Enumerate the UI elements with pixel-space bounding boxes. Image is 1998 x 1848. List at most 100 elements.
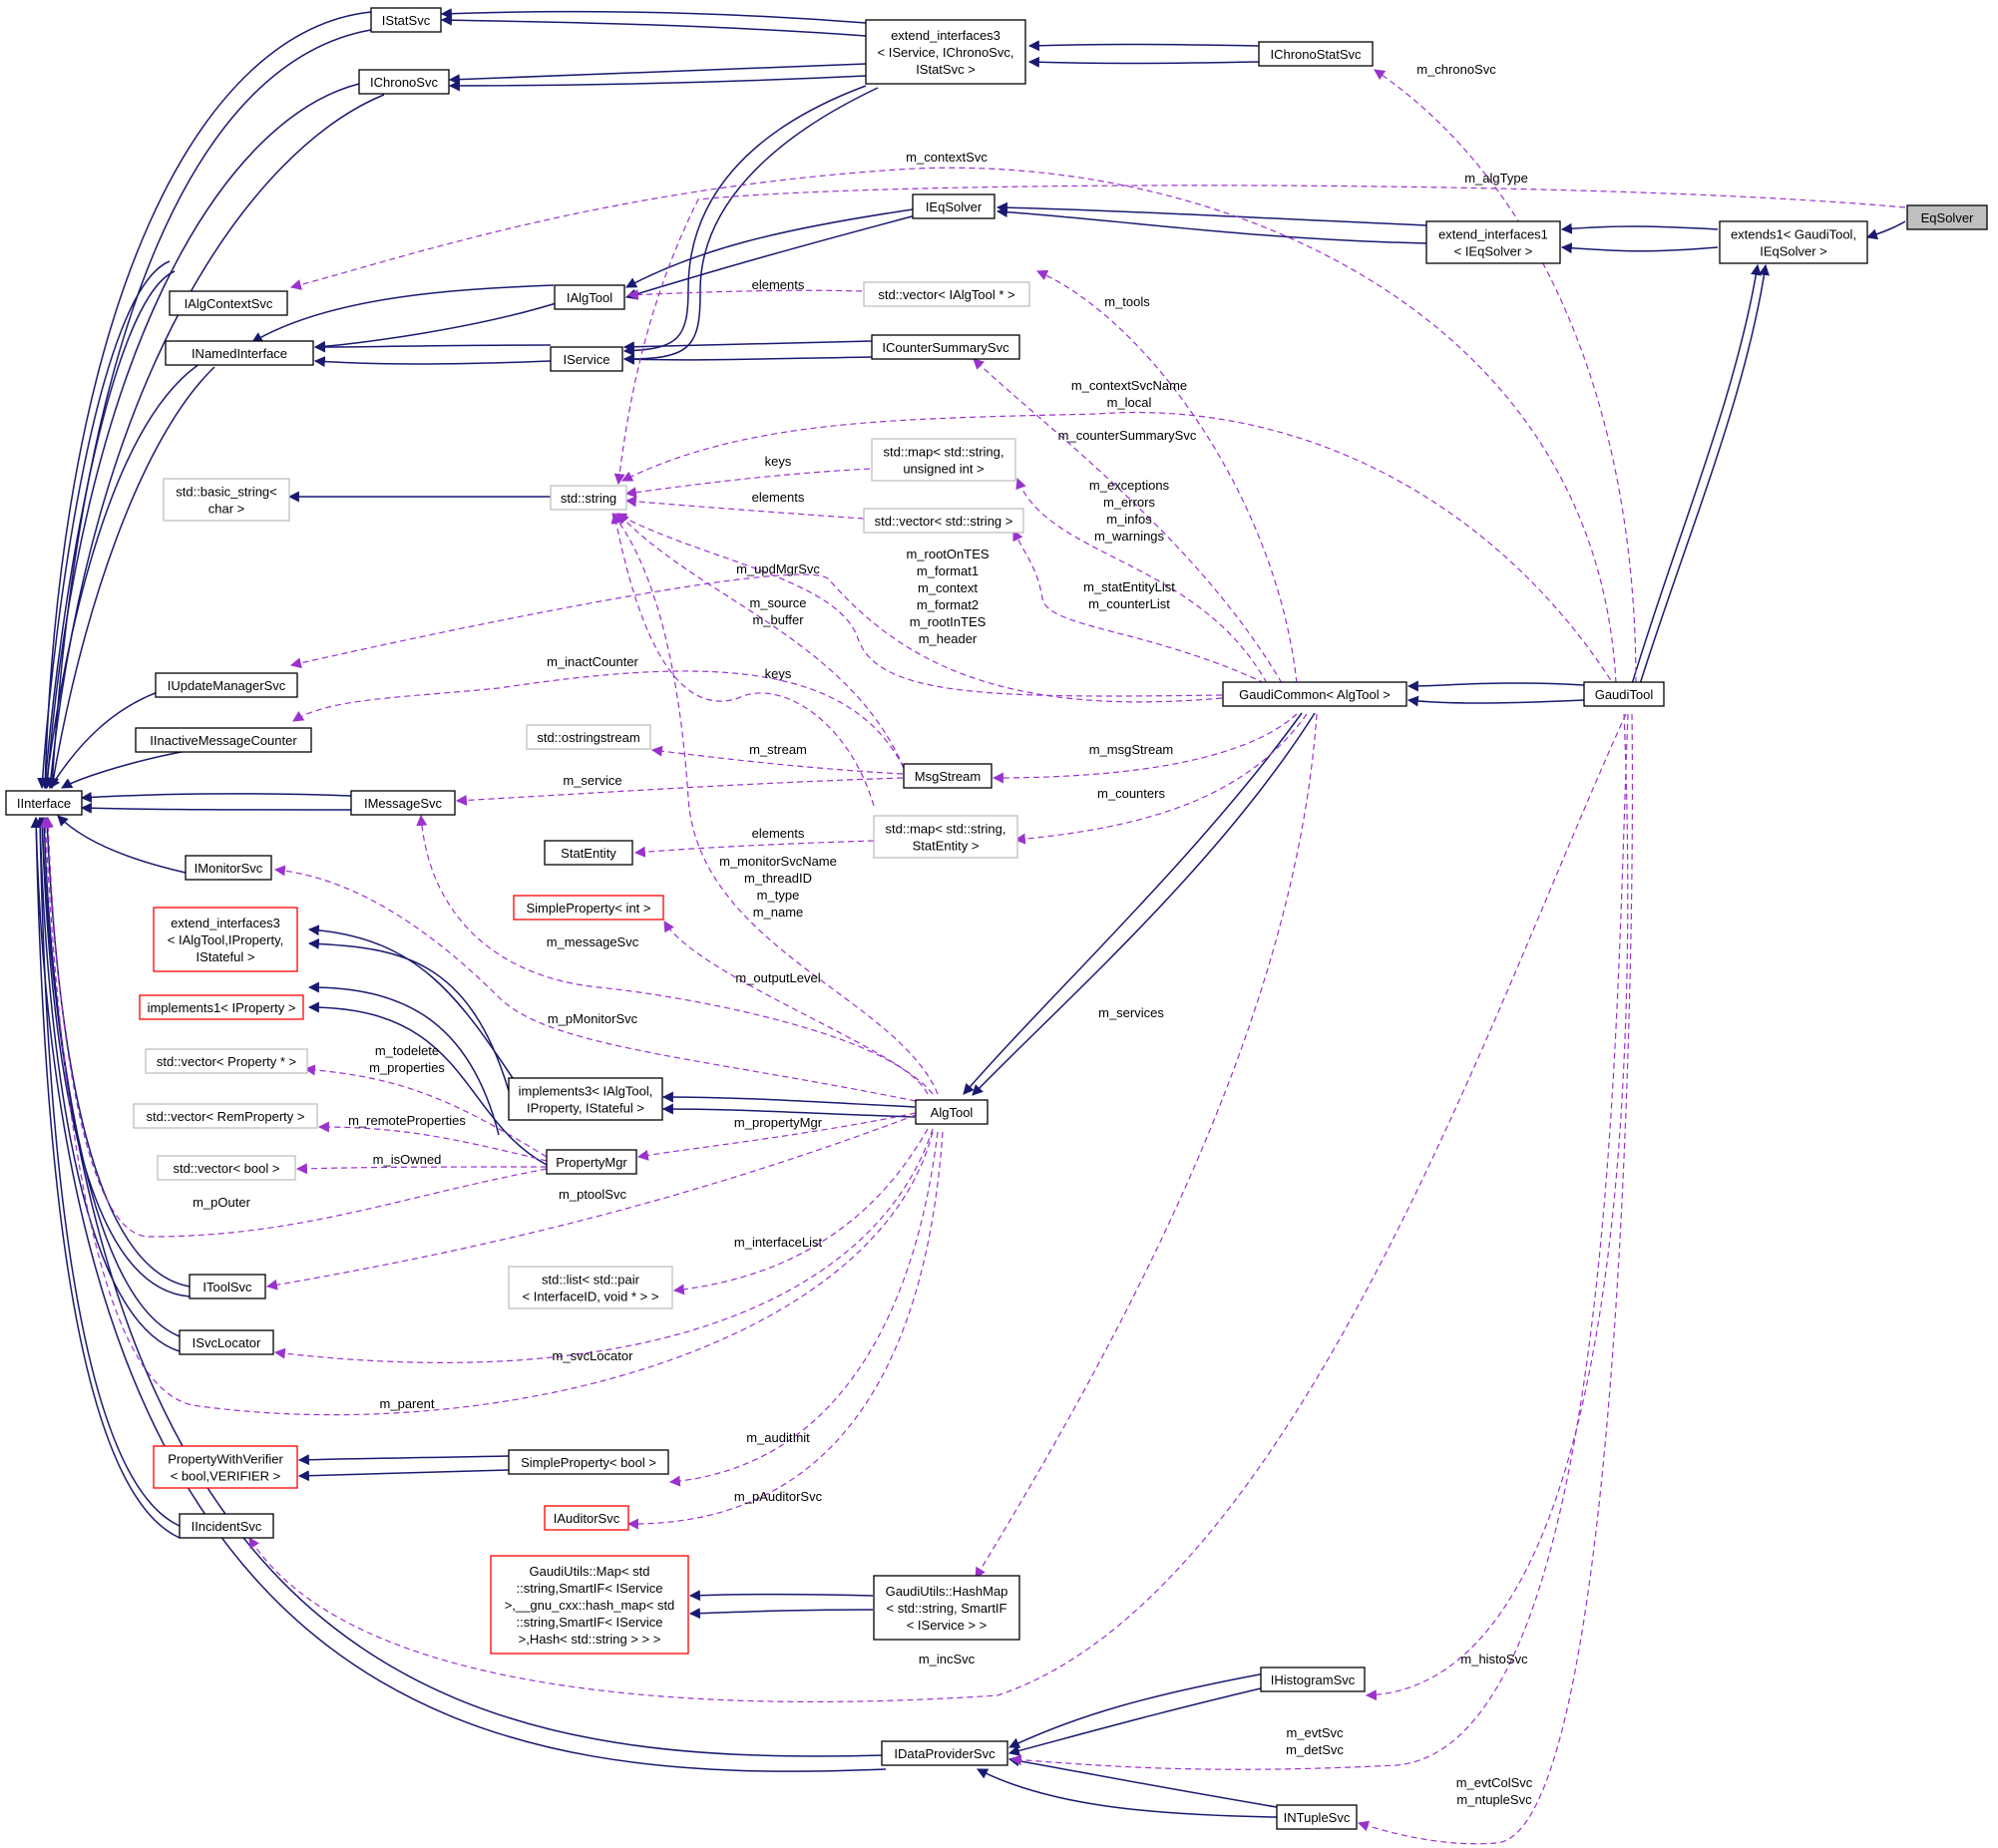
node-ostringstream[interactable]: std::ostringstream — [526, 724, 651, 750]
node-isvclocator[interactable]: ISvcLocator — [179, 1329, 274, 1355]
edge-label-m-evtsvc: m_evtSvc — [1286, 1725, 1344, 1740]
node-gaudicommon[interactable]: GaudiCommon< AlgTool > — [1222, 681, 1407, 707]
node-ichronosvc[interactable]: IChronoSvc — [358, 69, 450, 95]
edge-todelete — [303, 1064, 548, 1158]
node-ichronostatsvc[interactable]: IChronoStatSvc — [1258, 41, 1374, 67]
node-label: std::map< std::string, — [883, 445, 1003, 460]
node-simplepropertyint[interactable]: SimpleProperty< int > — [513, 895, 664, 921]
node-std-string[interactable]: std::string — [550, 485, 627, 511]
edge-source — [617, 513, 905, 769]
node-ihistogramsvc[interactable]: IHistogramSvc — [1260, 1666, 1366, 1692]
edge-label-m-inactcounter: m_inactCounter — [547, 654, 638, 669]
edge-idataprovider-iinterface-2 — [30, 816, 887, 1772]
node-iupdatemanagersvc[interactable]: IUpdateManagerSvc — [155, 672, 298, 698]
edge-label-m-detsvc: m_detSvc — [1286, 1742, 1344, 1757]
node-propertymgr[interactable]: PropertyMgr — [546, 1149, 637, 1175]
node-box — [863, 508, 1024, 534]
node-vector-ialgtool[interactable]: std::vector< IAlgTool * > — [863, 281, 1030, 307]
node-map-statentity[interactable]: std::map< std::string,StatEntity > — [873, 815, 1018, 859]
edge-elements-tools — [626, 289, 863, 301]
node-label: StatEntity > — [913, 839, 980, 854]
node-intuplesvc[interactable]: INTupleSvc — [1276, 1804, 1358, 1830]
node-iinterface[interactable]: IInterface — [5, 790, 83, 816]
edge-icounter-iservice — [622, 340, 873, 353]
edge-parent — [40, 816, 934, 1416]
node-statentity[interactable]: StatEntity — [544, 840, 633, 866]
node-iincidentsvc[interactable]: IIncidentSvc — [179, 1513, 274, 1539]
edge-inamed-iinterface-2 — [48, 366, 215, 790]
node-ialgtool[interactable]: IAlgTool — [554, 284, 625, 310]
edge-algtool-implements3-2 — [661, 1103, 916, 1118]
edge-ialgtool-inamed-2 — [313, 298, 570, 352]
edge-msgstream — [992, 713, 1298, 784]
node-gaudiutilsmap[interactable]: GaudiUtils::Map< std::string,SmartIF< IS… — [490, 1555, 689, 1655]
node-iauditorsvc[interactable]: IAuditorSvc — [544, 1505, 629, 1531]
edge-ihisto-idataprovider-2 — [1007, 1686, 1266, 1756]
node-list-pair[interactable]: std::list< std::pair< InterfaceID, void … — [508, 1266, 673, 1309]
node-extend-interfaces1[interactable]: extend_interfaces1< IEqSolver > — [1425, 220, 1561, 264]
node-extends1[interactable]: extends1< GaudiTool,IEqSolver > — [1719, 220, 1868, 264]
node-extend-interfaces3-algtool[interactable]: extend_interfaces3< IAlgTool,IProperty,I… — [153, 907, 298, 972]
node-box — [157, 1155, 296, 1181]
node-vector-property[interactable]: std::vector< Property * > — [145, 1048, 308, 1074]
node-itoolsvc[interactable]: IToolSvc — [189, 1274, 266, 1299]
node-algtool[interactable]: AlgTool — [915, 1099, 989, 1125]
node-box — [903, 763, 993, 789]
node-ieqsolver[interactable]: IEqSolver — [912, 193, 996, 219]
edge-extend3-iservice — [622, 85, 867, 357]
node-box — [871, 438, 1016, 482]
edge-inamed-iinterface — [41, 363, 200, 790]
node-inamedinterface[interactable]: INamedInterface — [165, 340, 314, 366]
node-vector-remproperty[interactable]: std::vector< RemProperty > — [133, 1103, 318, 1129]
edge-messagesvc — [416, 814, 929, 1095]
node-label: IService — [564, 352, 610, 367]
node-implements1[interactable]: implements1< IProperty > — [139, 994, 304, 1020]
node-idataprovidersvc[interactable]: IDataProviderSvc — [881, 1740, 1008, 1766]
edge-label-m-errors: m_errors — [1103, 495, 1156, 510]
node-basic-string[interactable]: std::basic_string<char > — [163, 478, 290, 522]
node-box — [881, 1740, 1008, 1766]
edge-itoolsvc-iinterface-2 — [36, 816, 191, 1297]
node-icountersummarysvc[interactable]: ICounterSummarySvc — [871, 334, 1020, 360]
nodes: IStatSvc extend_interfaces3< IService, IC… — [5, 7, 1988, 1830]
node-msgstream[interactable]: MsgStream — [903, 763, 993, 789]
node-imonitorsvc[interactable]: IMonitorSvc — [185, 855, 272, 881]
node-label: IDataProviderSvc — [894, 1746, 996, 1761]
node-gauditool[interactable]: GaudiTool — [1583, 681, 1665, 707]
node-label: char > — [208, 502, 245, 517]
node-label: < IService, IChronoSvc, — [878, 45, 1014, 60]
node-vector-bool[interactable]: std::vector< bool > — [157, 1155, 296, 1181]
node-propertywithverifier[interactable]: PropertyWithVerifier< bool,VERIFIER > — [153, 1445, 298, 1489]
edge-service — [455, 777, 904, 806]
node-istatsvc[interactable]: IStatSvc — [370, 7, 442, 33]
edge-icounter-iservice-2 — [622, 353, 873, 365]
node-map-uint[interactable]: std::map< std::string,unsigned int > — [871, 438, 1016, 482]
node-iinactivemessagecounter[interactable]: IInactiveMessageCounter — [135, 727, 312, 753]
node-label: unsigned int > — [903, 462, 984, 477]
edge-ialgtool-inamed — [251, 284, 555, 343]
node-label: ISvcLocator — [193, 1335, 261, 1350]
node-hashmap[interactable]: GaudiUtils::HashMap< std::string, SmartI… — [873, 1575, 1020, 1641]
node-ialgcontextsvc[interactable]: IAlgContextSvc — [169, 290, 288, 316]
node-box — [1719, 220, 1868, 264]
node-label: extends1< GaudiTool, — [1731, 227, 1856, 242]
node-vector-string[interactable]: std::vector< std::string > — [863, 508, 1024, 534]
edge-label-m-remoteproperties: m_remoteProperties — [348, 1113, 466, 1128]
edge-stream — [650, 745, 904, 775]
edge-label-m-exceptions: m_exceptions — [1089, 478, 1170, 493]
edge-label-m-propertymgr: m_propertyMgr — [734, 1115, 823, 1130]
node-imessagesvc[interactable]: IMessageSvc — [350, 790, 456, 816]
edge-label-m-stream: m_stream — [749, 742, 807, 757]
node-iservice[interactable]: IService — [550, 346, 623, 372]
node-implements3[interactable]: implements3< IAlgTool,IProperty, IStatef… — [508, 1077, 663, 1121]
node-eqsolver[interactable]: EqSolver — [1906, 204, 1988, 230]
node-box — [508, 1449, 669, 1475]
edge-extend1-ieqsolver-2 — [996, 206, 1427, 244]
edge-label-m-format2: m_format2 — [917, 597, 979, 612]
node-box — [179, 1513, 274, 1539]
node-label: PropertyWithVerifier — [168, 1452, 283, 1467]
node-extend-interfaces3[interactable]: extend_interfaces3< IService, IChronoSvc… — [865, 19, 1026, 85]
node-simplepropertybool[interactable]: SimpleProperty< bool > — [508, 1449, 669, 1475]
edge-intuple-idataprovider-2 — [977, 1768, 1278, 1818]
edge-label-elements-string: elements — [752, 490, 805, 505]
